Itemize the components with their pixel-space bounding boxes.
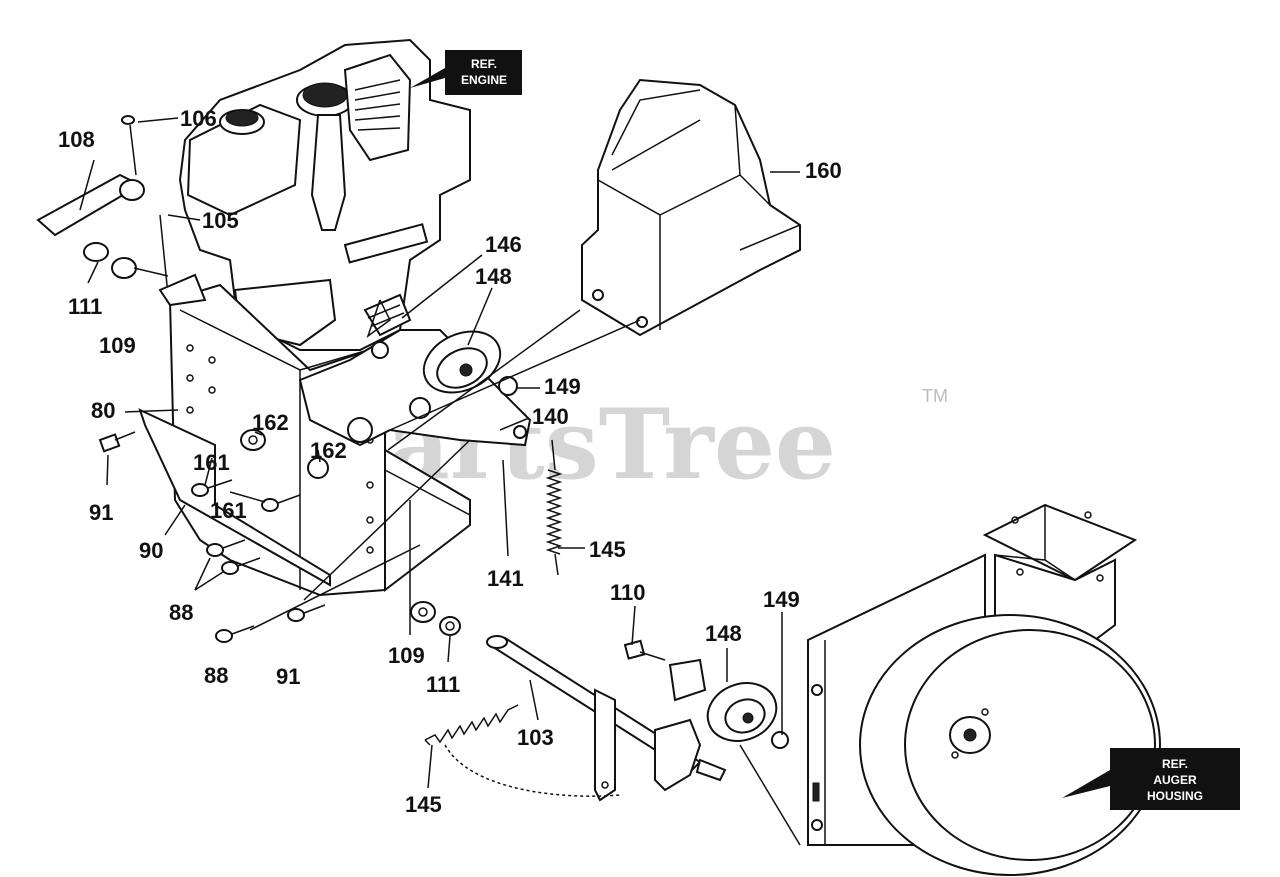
belt-cover-part [581,78,801,337]
svg-text:ENGINE: ENGINE [461,73,507,87]
svg-text:HOUSING: HOUSING [1147,789,1203,803]
callout-88: 88 [169,600,193,625]
callout-111: 111 [426,672,460,697]
callout-88: 88 [204,663,228,688]
engine-illustration [178,38,471,351]
ref-auger-housing-tag: REF. AUGER HOUSING [1062,748,1240,810]
callout-148: 148 [705,621,742,646]
svg-text:AUGER: AUGER [1153,773,1197,787]
callout-141: 141 [487,566,524,591]
callout-161: 161 [193,450,230,475]
callout-145: 145 [405,792,442,817]
callout-149: 149 [544,374,581,399]
callout-140: 140 [532,404,569,429]
callout-145: 145 [589,537,626,562]
leader-lines [79,117,801,846]
callout-108: 108 [58,127,95,152]
callout-109: 109 [99,333,136,358]
callout-91: 91 [89,500,113,525]
callout-106: 106 [180,106,217,131]
callout-162: 162 [252,410,289,435]
callout-109: 109 [388,643,425,668]
idler-bracket-part [298,329,532,447]
callout-80: 80 [91,398,115,423]
callout-103: 103 [517,725,554,750]
callout-91: 91 [276,664,300,689]
callout-90: 90 [139,538,163,563]
svg-text:REF.: REF. [1162,757,1188,771]
callout-105: 105 [202,208,239,233]
callout-146: 146 [485,232,522,257]
callout-110: 110 [610,580,646,605]
ref-engine-tag: REF. ENGINE [410,50,522,95]
callout-161: 161 [210,498,247,523]
callout-160: 160 [805,158,842,183]
callout-111: 111 [68,294,102,319]
callout-labels: 108 106 105 111 109 146 148 160 149 140 … [58,106,842,817]
callout-148: 148 [475,264,512,289]
auger-housing-illustration [807,503,1161,876]
shaft-assembly-part [486,635,789,802]
callout-149: 149 [763,587,800,612]
frame-plate-part [138,283,471,597]
watermark-trademark: TM [922,386,948,406]
spring-upper-part [545,439,563,576]
callout-162: 162 [310,438,347,463]
spring-lower-part [424,704,621,797]
hardware-parts [36,115,666,661]
svg-text:REF.: REF. [471,57,497,71]
